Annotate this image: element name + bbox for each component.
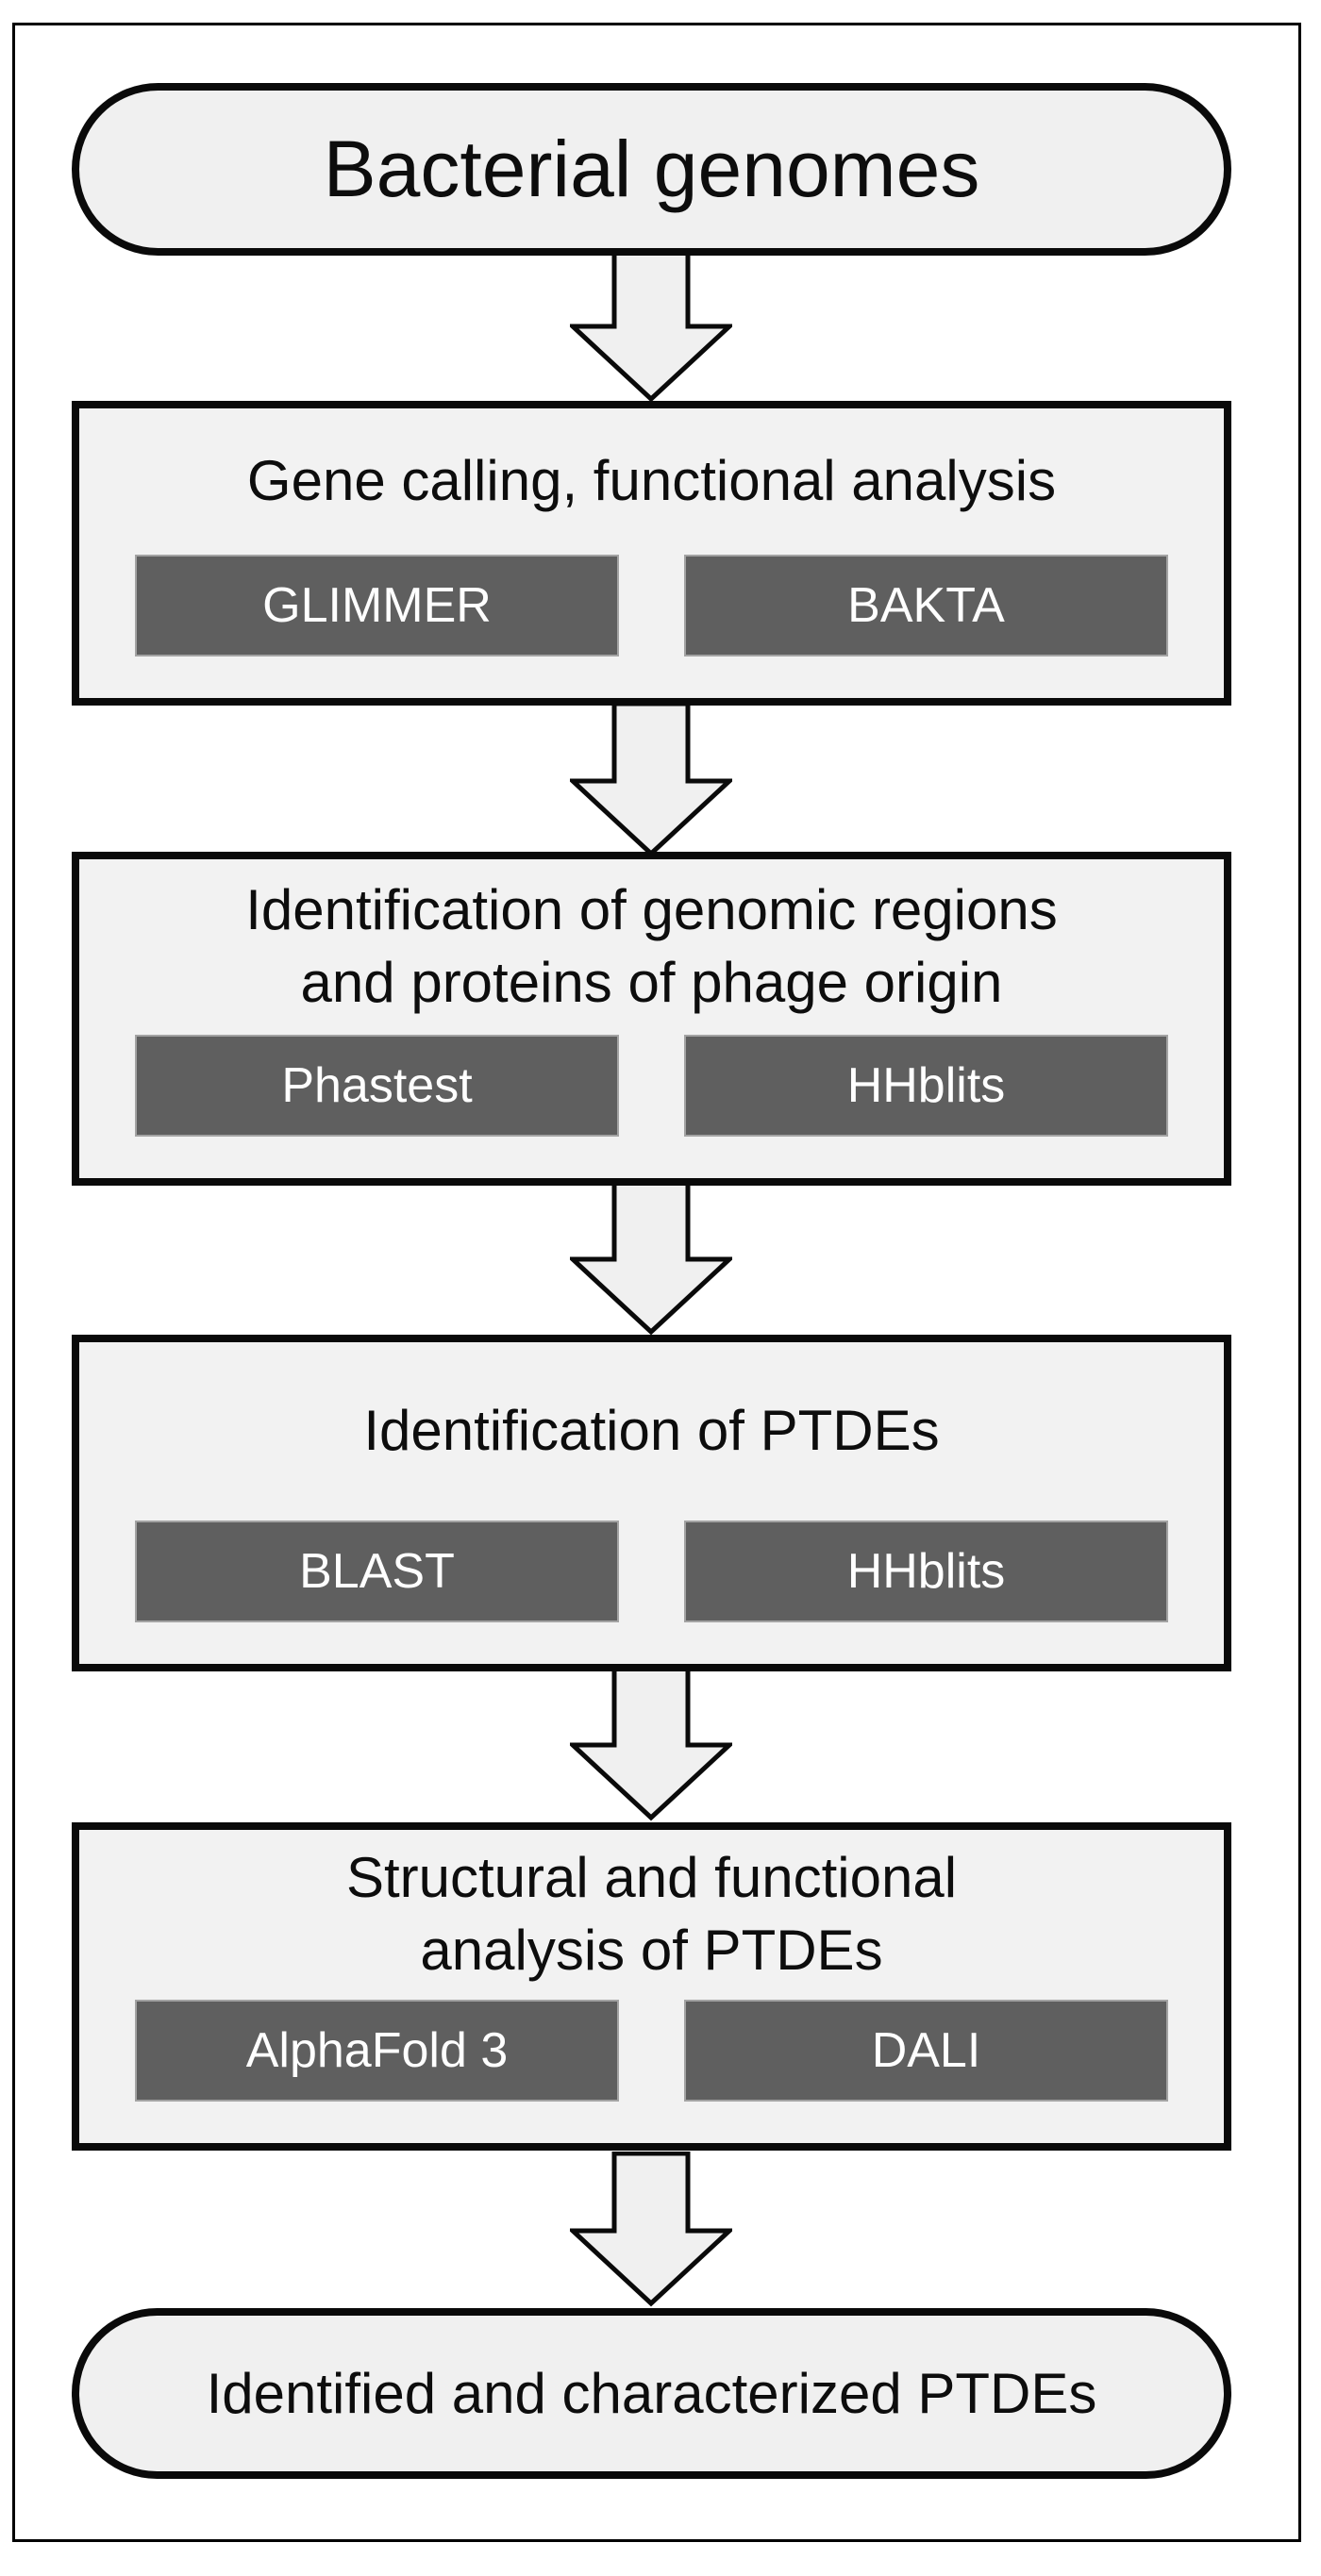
step-title: Identification of genomic regions and pr… [79, 859, 1224, 1035]
step-title-line: Structural and functional [345, 1846, 958, 1910]
step-title-line: Identification of PTDEs [363, 1399, 940, 1463]
step-box-ptde-identification: Identification of PTDEs BLAST HHblits [72, 1335, 1231, 1671]
step-title: Structural and functional analysis of PT… [79, 1830, 1224, 2000]
start-node-label: Bacterial genomes [323, 125, 980, 213]
tool-hhblits: HHblits [684, 1521, 1168, 1622]
step-title: Identification of PTDEs [79, 1342, 1224, 1521]
down-arrow-icon [570, 702, 732, 858]
down-arrow-icon [570, 247, 732, 404]
tools-row: BLAST HHblits [79, 1521, 1224, 1622]
end-node-identified-ptdes: Identified and characterized PTDEs [72, 2308, 1231, 2479]
tool-hhblits: HHblits [684, 1035, 1168, 1137]
step-box-phage-region-identification: Identification of genomic regions and pr… [72, 852, 1231, 1186]
step-title: Gene calling, functional analysis [79, 408, 1224, 555]
tools-row: GLIMMER BAKTA [79, 555, 1224, 656]
tool-phastest: Phastest [135, 1035, 619, 1137]
down-arrow-icon [570, 1180, 732, 1337]
down-arrow-icon [570, 1666, 732, 1822]
tool-alphafold3: AlphaFold 3 [135, 2000, 619, 2102]
tool-bakta: BAKTA [684, 555, 1168, 656]
tools-row: AlphaFold 3 DALI [79, 2000, 1224, 2102]
step-title-line: Identification of genomic regions [245, 878, 1058, 942]
tool-glimmer: GLIMMER [135, 555, 619, 656]
tool-dali: DALI [684, 2000, 1168, 2102]
tools-row: Phastest HHblits [79, 1035, 1224, 1137]
step-title-line: Gene calling, functional analysis [246, 449, 1057, 513]
step-box-gene-calling: Gene calling, functional analysis GLIMME… [72, 401, 1231, 706]
step-title-line: analysis of PTDEs [420, 1919, 883, 1982]
step-box-structural-functional-analysis: Structural and functional analysis of PT… [72, 1822, 1231, 2151]
start-node-bacterial-genomes: Bacterial genomes [72, 83, 1231, 256]
tool-blast: BLAST [135, 1521, 619, 1622]
step-title-line: and proteins of phage origin [300, 951, 1003, 1014]
down-arrow-icon [570, 2152, 732, 2308]
end-node-label: Identified and characterized PTDEs [206, 2362, 1097, 2425]
